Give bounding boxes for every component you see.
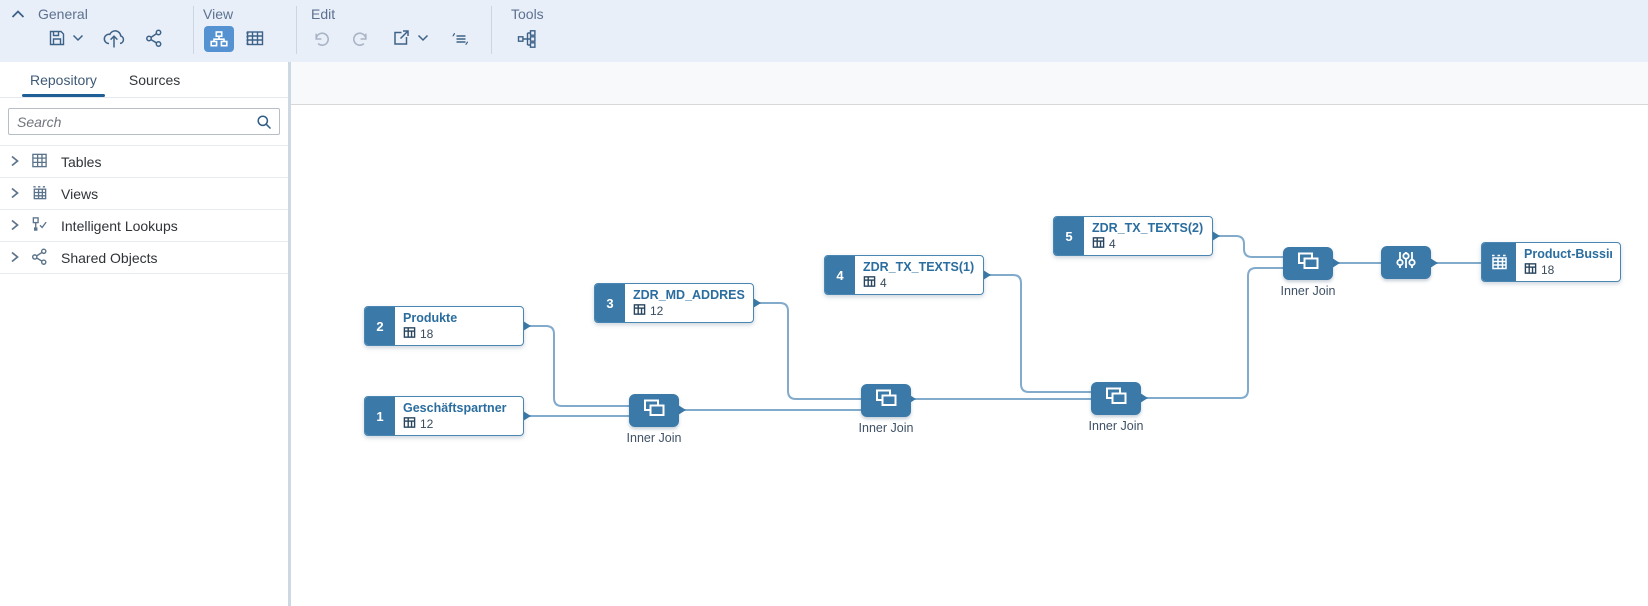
repository-panel: Repository Sources Tables Views Intellig… — [0, 62, 291, 606]
search-icon[interactable] — [256, 114, 272, 135]
node-title: ZDR_MD_ADDRESS(1) — [633, 287, 745, 302]
sidebar-item-shared-objects[interactable]: Shared Objects — [0, 242, 288, 274]
node-title: Product-Bussines... — [1524, 246, 1612, 261]
toolbar-separator — [491, 6, 492, 54]
table-grid-icon — [633, 303, 646, 319]
join-label: Inner Join — [1088, 419, 1144, 433]
definitions-button[interactable] — [450, 29, 470, 49]
table-icon — [31, 152, 48, 172]
diagram-canvas[interactable]: 1 Geschäftspartner 12 2 Produkte 18 3 ZD… — [291, 62, 1648, 606]
panel-tabbar: Repository Sources — [0, 62, 288, 98]
toolbar-group-label-view: View — [203, 6, 234, 22]
sidebar-item-views[interactable]: Views — [0, 178, 288, 210]
redo-button[interactable] — [351, 29, 371, 49]
grid-view-button[interactable] — [245, 29, 265, 47]
inner-join-node[interactable] — [861, 384, 911, 417]
filter-node-wrap — [1381, 246, 1431, 279]
table-node-zdr-tx-texts-2[interactable]: 5 ZDR_TX_TEXTS(2) 4 — [1053, 216, 1213, 256]
deploy-button[interactable] — [102, 27, 126, 49]
collapse-toolbar-button[interactable] — [11, 10, 25, 19]
intelligent-lookup-icon — [31, 216, 48, 236]
toolbar-group-label-general: General — [38, 6, 88, 22]
column-count: 12 — [650, 303, 664, 318]
node-order-badge: 4 — [825, 256, 855, 294]
toolbar-separator — [193, 6, 194, 54]
join-icon — [873, 387, 899, 414]
chevron-right-icon[interactable] — [10, 250, 20, 266]
join-node-wrap: Inner Join — [627, 394, 681, 445]
column-count: 4 — [880, 275, 887, 290]
join-icon — [1295, 250, 1321, 277]
tab-sources[interactable]: Sources — [113, 62, 196, 97]
export-menu-chevron-icon[interactable] — [417, 34, 429, 42]
join-node-wrap: Inner Join — [859, 384, 913, 435]
inner-join-node[interactable] — [1091, 382, 1141, 415]
tree-item-label: Intelligent Lookups — [61, 217, 178, 234]
search-box — [8, 108, 280, 135]
inner-join-node[interactable] — [1283, 247, 1333, 280]
column-count: 12 — [420, 416, 434, 431]
tab-sources-label: Sources — [128, 71, 181, 88]
filter-icon — [1394, 249, 1418, 276]
share-button[interactable] — [145, 29, 163, 47]
table-node-zdr-tx-texts-1[interactable]: 4 ZDR_TX_TEXTS(1) 4 — [824, 255, 984, 295]
tab-repository[interactable]: Repository — [14, 62, 113, 97]
output-view-node[interactable]: Product-Bussines... 18 — [1481, 242, 1621, 282]
shared-objects-icon — [31, 248, 48, 268]
repository-tree: Tables Views Intelligent Lookups Shared … — [0, 145, 288, 274]
filter-node[interactable] — [1381, 246, 1431, 279]
join-label: Inner Join — [1280, 284, 1336, 298]
toolbar-group-label-tools: Tools — [511, 6, 544, 22]
table-grid-icon — [403, 326, 416, 342]
table-grid-icon — [863, 275, 876, 291]
edge-layer — [523, 231, 1481, 421]
search-input[interactable] — [8, 108, 280, 135]
tree-item-label: Shared Objects — [61, 249, 158, 266]
view-icon — [1482, 243, 1516, 281]
node-title: ZDR_TX_TEXTS(2) — [1092, 220, 1204, 235]
table-node-zdr-md-address-1[interactable]: 3 ZDR_MD_ADDRESS(1) 12 — [594, 283, 754, 323]
table-grid-icon — [1524, 262, 1537, 278]
node-title: ZDR_TX_TEXTS(1) — [863, 259, 975, 274]
sidebar-item-intelligent-lookups[interactable]: Intelligent Lookups — [0, 210, 288, 242]
join-label: Inner Join — [626, 431, 682, 445]
impact-lineage-button[interactable] — [517, 29, 537, 49]
node-title: Geschäftspartner — [403, 400, 507, 415]
join-node-wrap: Inner Join — [1089, 382, 1143, 433]
sidebar-item-tables[interactable]: Tables — [0, 146, 288, 178]
save-menu-chevron-icon[interactable] — [72, 34, 84, 42]
toolbar-group-label-edit: Edit — [311, 6, 336, 22]
toolbar-separator — [296, 6, 297, 54]
column-count: 18 — [1541, 262, 1555, 277]
main-toolbar: General View Edit Tools — [0, 0, 1648, 63]
inner-join-node[interactable] — [629, 394, 679, 427]
node-order-badge: 1 — [365, 397, 395, 435]
tab-repository-label: Repository — [30, 71, 97, 88]
view-icon — [31, 184, 48, 204]
diagram-view-button[interactable] — [204, 26, 234, 52]
node-order-badge: 3 — [595, 284, 625, 322]
join-icon — [641, 397, 667, 424]
tree-item-label: Tables — [61, 153, 102, 170]
undo-button[interactable] — [311, 29, 331, 49]
table-node-geschaeftspartner[interactable]: 1 Geschäftspartner 12 — [364, 396, 524, 436]
chevron-right-icon[interactable] — [10, 154, 20, 170]
node-order-badge: 5 — [1054, 217, 1084, 255]
table-grid-icon — [1092, 236, 1105, 252]
table-node-produkte[interactable]: 2 Produkte 18 — [364, 306, 524, 346]
save-button[interactable] — [47, 28, 67, 48]
export-button[interactable] — [391, 28, 411, 48]
tree-item-label: Views — [61, 185, 99, 202]
join-icon — [1103, 385, 1129, 412]
column-count: 4 — [1109, 236, 1116, 251]
node-order-badge: 2 — [365, 307, 395, 345]
column-count: 18 — [420, 326, 434, 341]
join-label: Inner Join — [858, 421, 914, 435]
table-grid-icon — [403, 416, 416, 432]
canvas-top-strip — [291, 62, 1648, 105]
node-title: Produkte — [403, 310, 458, 325]
chevron-right-icon[interactable] — [10, 186, 20, 202]
join-node-wrap: Inner Join — [1281, 247, 1335, 298]
chevron-right-icon[interactable] — [10, 218, 20, 234]
